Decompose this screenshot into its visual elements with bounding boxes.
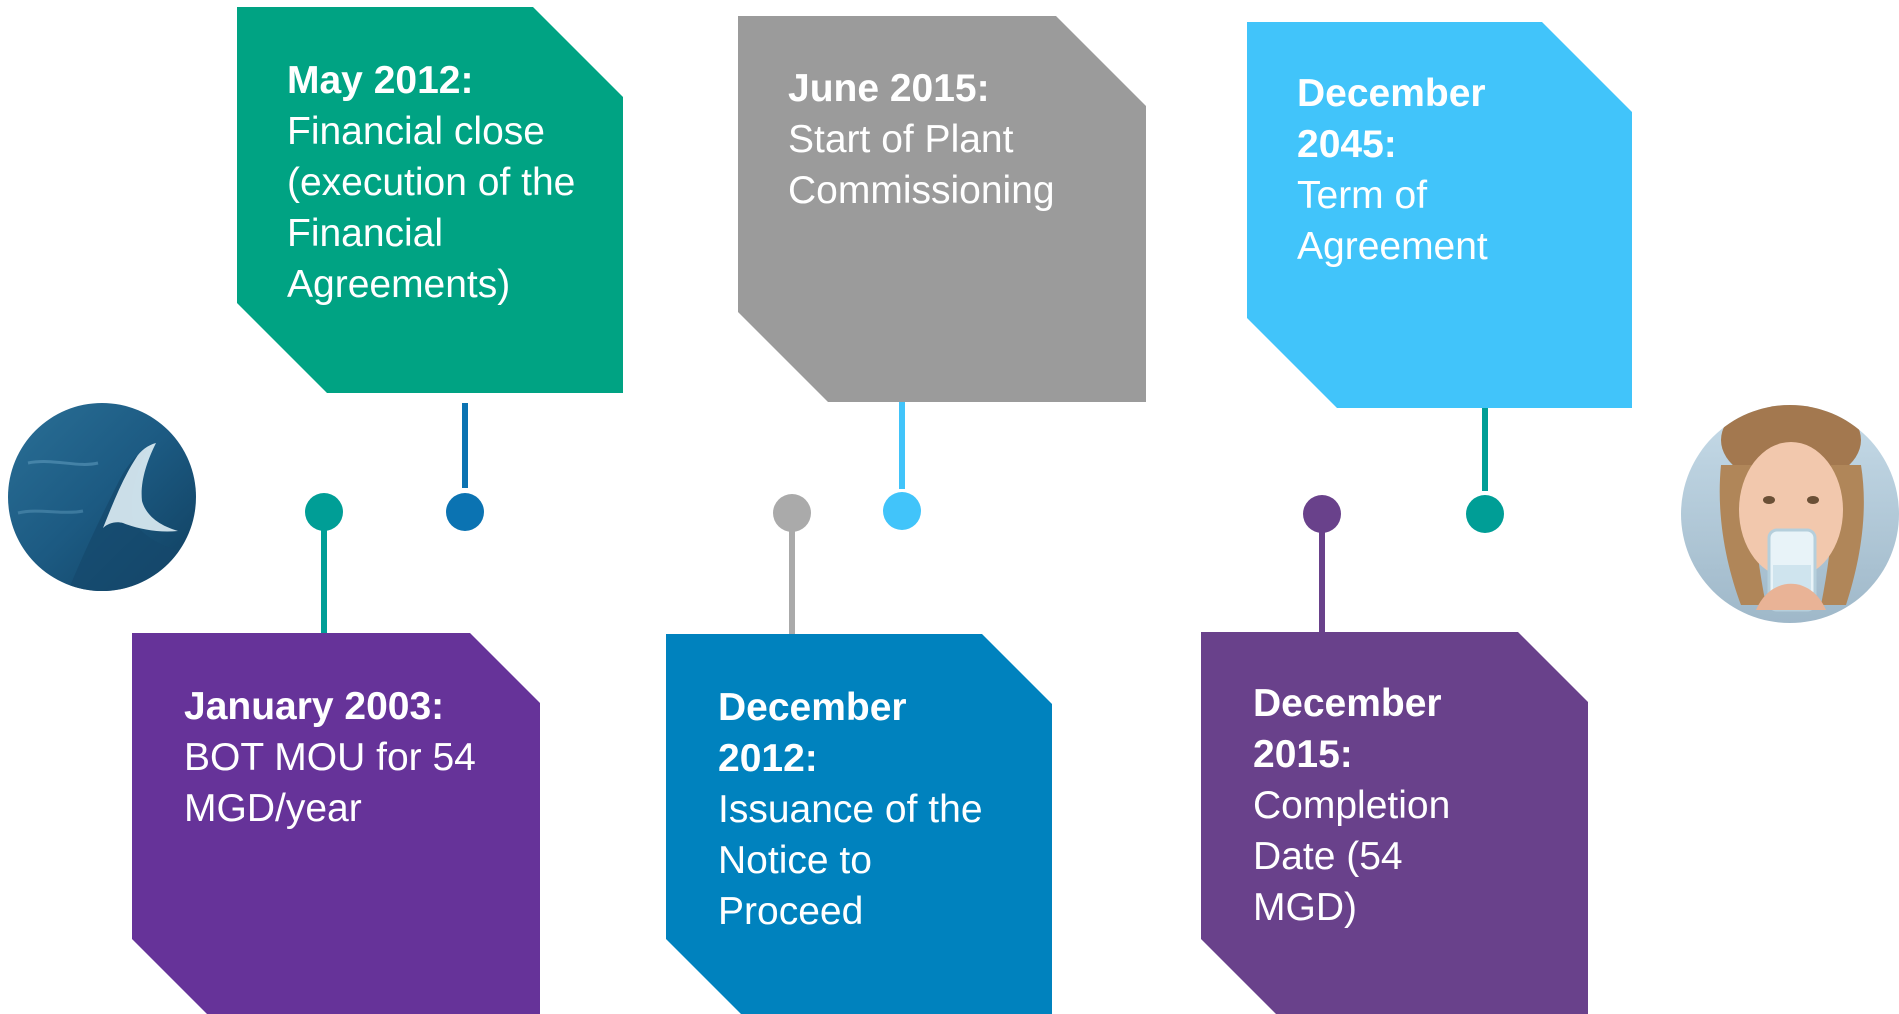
milestone-card-december-2045: December 2045: Term of Agreement <box>1247 22 1632 408</box>
connector-line <box>462 403 468 488</box>
milestone-date: December 2015: <box>1253 682 1442 776</box>
milestone-date: June 2015: <box>788 67 990 110</box>
timeline-dot <box>883 492 921 530</box>
milestone-card-june-2015: June 2015: Start of Plant Commissioning <box>738 16 1146 402</box>
milestone-description: Completion Date (54 MGD) <box>1253 784 1451 929</box>
connector-line <box>1482 408 1488 491</box>
connector-line <box>321 530 327 635</box>
sea-water-photo <box>8 403 196 591</box>
milestone-card-may-2012: May 2012: Financial close (execution of … <box>237 7 623 393</box>
child-drinking-water-photo <box>1681 405 1899 623</box>
milestone-description: Issuance of the Notice to Proceed <box>718 788 983 933</box>
timeline-dot <box>1466 495 1504 533</box>
milestone-date: May 2012: <box>287 59 474 102</box>
milestone-card-december-2015: December 2015: Completion Date (54 MGD) <box>1201 632 1588 1014</box>
milestone-description: BOT MOU for 54 MGD/year <box>184 736 476 830</box>
milestone-date: December 2012: <box>718 686 907 780</box>
milestone-date: December 2045: <box>1297 72 1486 166</box>
connector-line <box>789 530 795 635</box>
milestone-date: January 2003: <box>184 685 445 728</box>
timeline-dot <box>446 493 484 531</box>
milestone-card-january-2003: January 2003: BOT MOU for 54 MGD/year <box>132 633 540 1014</box>
milestone-description: Term of Agreement <box>1297 174 1488 268</box>
timeline-dot <box>1303 495 1341 533</box>
milestone-card-december-2012: December 2012: Issuance of the Notice to… <box>666 634 1052 1014</box>
connector-line <box>1319 532 1325 635</box>
milestone-description: Financial close (execution of the Financ… <box>287 110 576 306</box>
connector-line <box>899 402 905 489</box>
milestone-description: Start of Plant Commissioning <box>788 118 1055 212</box>
timeline-dot <box>305 493 343 531</box>
timeline-dot <box>773 494 811 532</box>
